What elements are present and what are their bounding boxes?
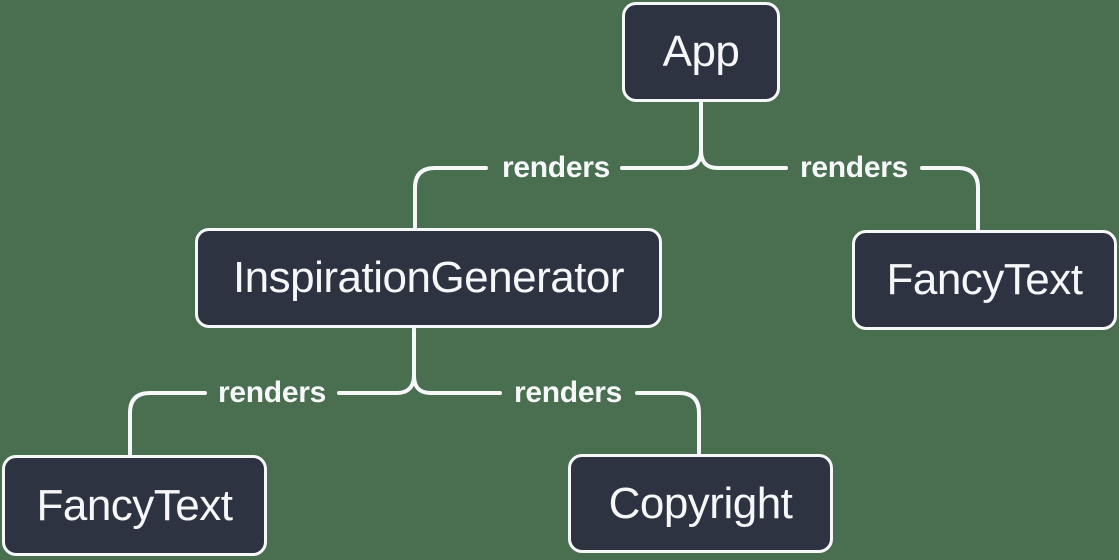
edge-app-flare bbox=[682, 149, 720, 170]
edge-inspiration-flare bbox=[395, 374, 433, 395]
node-copyright: Copyright bbox=[568, 454, 833, 553]
node-app: App bbox=[622, 2, 780, 102]
edge-inspiration-fancytext-seg-b bbox=[128, 391, 207, 456]
node-fancy-text-left: FancyText bbox=[2, 455, 267, 556]
node-inspiration-generator-label: InspirationGenerator bbox=[232, 253, 625, 302]
node-app-label: App bbox=[662, 27, 740, 76]
node-inspiration-generator: InspirationGenerator bbox=[195, 228, 662, 328]
node-fancy-text-right-label: FancyText bbox=[886, 255, 1083, 304]
node-fancy-text-right: FancyText bbox=[852, 230, 1117, 330]
node-fancy-text-left-label: FancyText bbox=[36, 480, 233, 530]
edge-inspiration-copyright-seg-b bbox=[635, 391, 701, 455]
edge-label-app-fancytext: renders bbox=[800, 151, 908, 184]
edge-app-inspiration-seg-b bbox=[413, 166, 488, 229]
edge-label-inspiration-fancytext: renders bbox=[218, 376, 326, 409]
edge-label-app-inspiration: renders bbox=[502, 151, 610, 184]
node-copyright-label: Copyright bbox=[608, 478, 793, 528]
edge-app-fancytext-seg-b bbox=[920, 166, 980, 231]
edge-label-inspiration-copyright: renders bbox=[514, 376, 622, 409]
